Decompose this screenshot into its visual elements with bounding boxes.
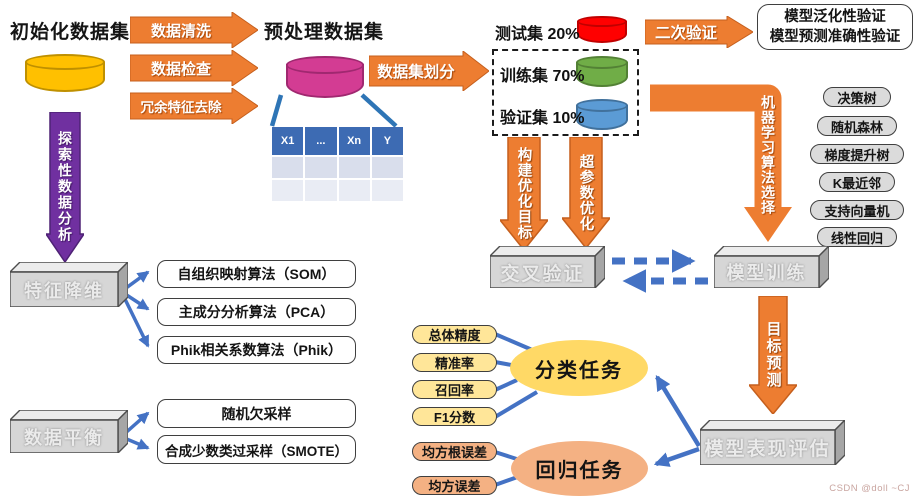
table-cell-empty [371,157,403,178]
arrow-redundant-removal: 冗余特征去除 [130,88,258,124]
arrow-second-validation: 二次验证 [645,16,753,48]
table-header-cell: ... [305,127,337,155]
arrow-data-clean: 数据清洗 [130,12,258,48]
metric-overall-accuracy: 总体精度 [412,325,497,344]
table-header-cell: X1 [272,127,304,155]
algo-pill-linear-regression: 线性回归 [801,227,913,247]
algo-pill-svm: 支持向量机 [801,200,913,220]
connector-metric-4 [493,390,539,419]
arrow-label: 数据清洗 [150,22,211,40]
test-set-cylinder-icon [577,16,627,43]
metric-recall: 召回率 [412,380,497,399]
arrow-label: 冗余特征去除 [140,100,222,115]
model-evaluation-box: 模型表现评估 [700,420,845,465]
train-set-cylinder-icon [576,56,628,87]
data-balance-box: 数据平衡 [10,410,128,453]
validation-set-label: 验证集 10% [500,110,585,127]
method-smote: 合成少数类过采样（SMOTE） [157,435,356,464]
method-phik: Phik相关系数算法（Phik） [157,336,356,364]
connector-fr-phik [120,292,150,348]
metric-rmse: 均方根误差 [412,442,497,461]
table-cell-empty [305,180,337,201]
arrow-label: 目标预测 [764,321,782,389]
table-header-cell: Xn [338,127,370,155]
arrow-label: 构建优化目标 [515,147,532,240]
connector-eval-classification [655,375,701,448]
cylinder-top [25,54,105,70]
method-undersampling: 随机欠采样 [157,399,356,428]
classification-task-ellipse: 分类任务 [510,340,648,396]
arrow-label: 二次验证 [654,25,717,42]
ml-select-arrow-label: 机器学习算法选择 [760,95,776,215]
table-cell-empty [305,157,337,178]
cylinder-top [577,16,627,28]
watermark: CSDN @doll ~CJ [829,483,910,494]
arrow-build-objective: 构建优化目标 [500,137,548,250]
table-cell-empty [371,180,403,201]
connector-cyl-table-right [360,93,398,128]
arrow-label: 探索性数据分析 [57,131,73,243]
ml-select-arrowhead [744,207,792,242]
validation-result-box: 模型泛化性验证 模型预测准确性验证 [757,4,913,50]
cylinder-top [286,56,364,74]
connector-metric-3 [494,378,518,392]
validation-line1: 模型泛化性验证 [784,8,886,25]
arrow-data-check: 数据检查 [130,50,258,86]
algo-pill-gradient-boosting: 梯度提升树 [801,144,913,164]
cylinder-top [576,99,628,113]
table-cell-empty [338,180,370,201]
connector-eval-regression [653,446,700,467]
ml-select-elbow-arrow [650,84,782,210]
table-cell-empty [338,157,370,178]
arrow-exploratory-data-analysis: 探索性数据分析 [46,112,84,262]
initial-dataset-cylinder-icon [25,54,105,92]
feature-table: X1 ... Xn Y [272,127,403,201]
arrow-hyperparameter-tuning: 超参数优化 [562,137,610,248]
regression-task-ellipse: 回归任务 [511,441,648,496]
table-cell-empty [272,180,304,201]
validation-set-cylinder-icon [576,99,628,130]
arrow-dataset-split: 数据集划分 [369,51,489,91]
arrow-label: 数据检查 [150,60,211,78]
arrow-target-prediction: 目标预测 [749,296,797,414]
train-set-label: 训练集 70% [500,68,585,85]
preprocessed-dataset-title: 预处理数据集 [264,22,385,43]
method-som: 自组织映射算法（SOM） [157,260,356,288]
algo-pill-decision-tree: 决策树 [801,87,913,107]
train-valid-dashed-box [492,49,639,136]
arrow-label: 超参数优化 [577,153,594,232]
metric-precision: 精准率 [412,353,497,372]
method-pca: 主成分分析算法（PCA） [157,298,356,326]
connector-cyl-table-left [269,94,284,127]
cross-validation-box: 交叉验证 [490,246,605,288]
validation-line2: 模型预测准确性验证 [769,29,901,45]
arrow-label: 数据集划分 [377,64,455,81]
algo-pill-knn: K最近邻 [801,172,913,192]
preprocessed-dataset-cylinder-icon [286,56,364,98]
test-set-label: 测试集 20% [495,26,580,43]
model-training-box: 模型训练 [714,246,829,288]
metric-mse: 均方误差 [412,476,497,495]
cylinder-body [577,21,627,43]
cylinder-top [576,56,628,70]
algo-pill-random-forest: 随机森林 [801,116,913,136]
table-cell-empty [272,157,304,178]
feature-reduction-box: 特征降维 [10,262,128,307]
metric-f1-score: F1分数 [412,407,497,426]
table-header-cell: Y [371,127,403,155]
initial-dataset-title: 初始化数据集 [10,22,131,43]
